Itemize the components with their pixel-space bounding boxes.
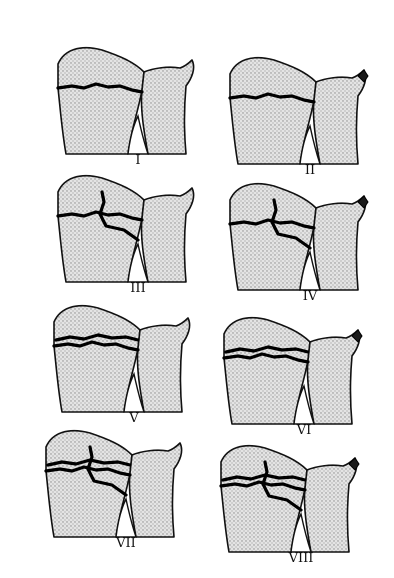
panel-label: III [130, 281, 145, 296]
panel-label: I [135, 153, 140, 168]
panel-label: VII [115, 536, 136, 551]
panel-label: II [305, 163, 315, 178]
panel-label: IV [303, 289, 318, 304]
panel-label: VIII [288, 551, 314, 566]
panel-label: VI [296, 423, 312, 438]
panel-label: V [128, 411, 139, 426]
